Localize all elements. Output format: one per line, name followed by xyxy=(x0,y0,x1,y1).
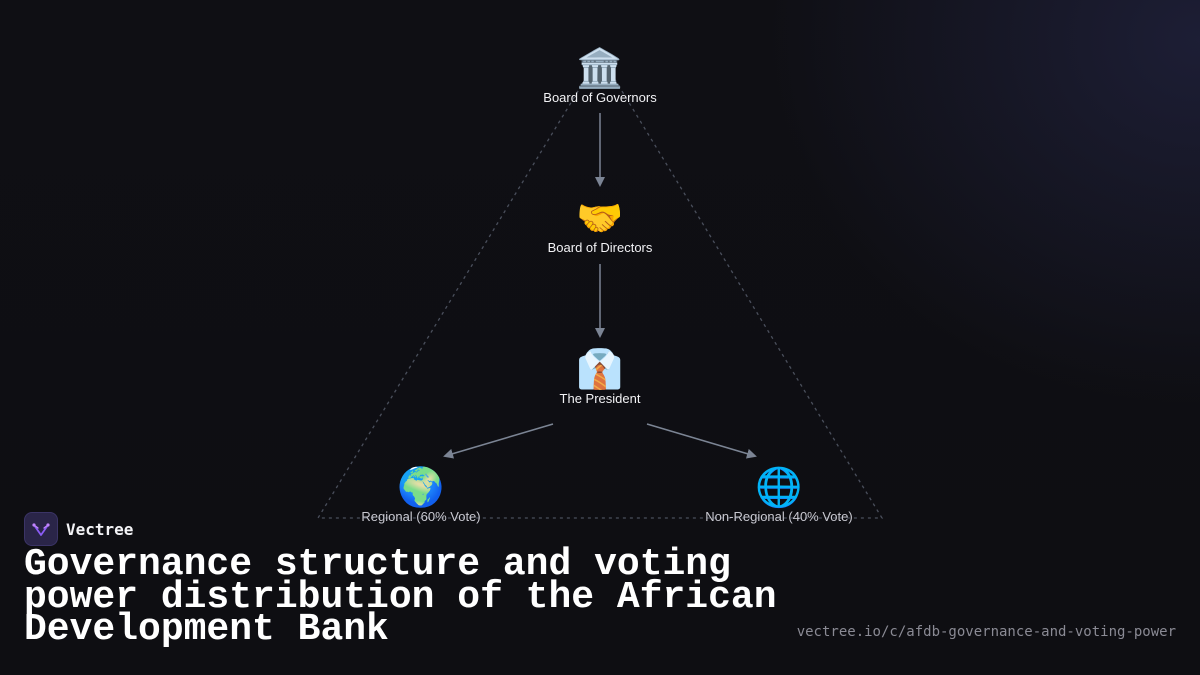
node-non-regional-members: 🌐 Non-Regional (40% Vote) xyxy=(705,465,852,525)
globe-meridians-icon: 🌐 xyxy=(755,465,803,509)
page-title: Governance structure and voting power di… xyxy=(24,543,777,651)
node-the-president: 👔 The President xyxy=(560,347,641,407)
node-regional-members: 🌍 Regional (60% Vote) xyxy=(361,465,480,525)
vectree-logo-icon xyxy=(24,512,58,546)
globe-africa-icon: 🌍 xyxy=(397,465,445,509)
classical-building-icon: 🏛️ xyxy=(576,46,624,90)
background-fade xyxy=(0,535,1200,675)
brand-name: Vectree xyxy=(66,519,134,539)
source-url[interactable]: vectree.io/c/afdb-governance-and-voting-… xyxy=(796,624,1176,640)
node-board-of-directors: 🤝 Board of Directors xyxy=(548,196,653,256)
edge-president-regional xyxy=(443,423,554,459)
brand: Vectree xyxy=(24,512,133,546)
node-board-of-governors: 🏛️ Board of Governors xyxy=(543,46,656,106)
necktie-shirt-icon: 👔 xyxy=(576,347,624,391)
node-label: Board of Directors xyxy=(547,240,653,255)
node-label: The President xyxy=(559,391,641,406)
node-label: Regional (60% Vote) xyxy=(361,509,481,524)
edge-president-non-regional xyxy=(646,423,757,459)
handshake-icon: 🤝 xyxy=(576,196,624,240)
node-label: Non-Regional (40% Vote) xyxy=(705,509,853,524)
node-label: Board of Governors xyxy=(543,90,657,105)
